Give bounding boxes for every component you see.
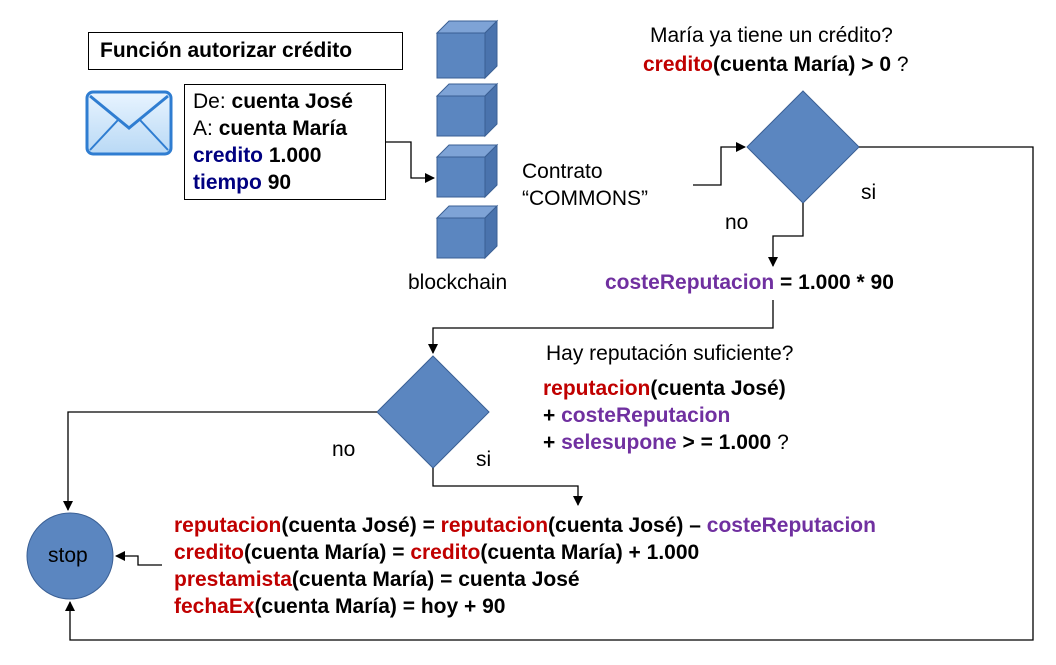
contract-line2: “COMMONS”: [522, 187, 648, 210]
question1-condition: credito(cuenta María) > 0 ?: [643, 53, 909, 76]
arrow-contract-to-decision1: [693, 142, 746, 186]
contract-line1: Contrato: [522, 160, 603, 183]
question2-line1: reputacion(cuenta José): [543, 377, 786, 400]
action-reputacion: reputacion(cuenta José) = reputacion(cue…: [174, 514, 876, 537]
message-to: A: cuenta María: [193, 117, 348, 140]
decision1-yes-label: si: [861, 181, 877, 204]
blockchain-block-icon: [435, 19, 499, 260]
arrow-decision1-si: [65, 146, 1034, 641]
function-title: Función autorizar crédito: [100, 39, 353, 62]
message-tiempo: tiempo 90: [193, 171, 292, 194]
message-box: De: cuenta José A: cuenta María credito …: [184, 84, 386, 200]
question1-text: María ya tiene un crédito?: [650, 24, 893, 47]
blockchain-label: blockchain: [408, 271, 508, 294]
action-fechaex: fechaEx(cuenta María) = hoy + 90: [174, 595, 506, 618]
question2-line2: + costeReputacion: [543, 404, 731, 427]
stop-circle: [26, 512, 114, 600]
arrow-decision2-no: [63, 411, 377, 511]
arrow-decision1-no: [768, 203, 804, 267]
function-title-box: Función autorizar crédito: [88, 32, 403, 70]
arrow-decision2-si: [432, 468, 583, 506]
stop-label: stop: [48, 544, 88, 567]
arrow-coste-to-decision2: [428, 300, 774, 354]
message-credito: credito 1.000: [193, 144, 322, 167]
decision-diamond-1: [746, 90, 860, 204]
action-prestamista: prestamista(cuenta María) = cuenta José: [174, 568, 580, 591]
decision2-no-label: no: [332, 438, 356, 461]
decision-diamond-2: [376, 355, 490, 469]
action-credito: credito(cuenta María) = credito(cuenta M…: [174, 541, 700, 564]
arrow-message-to-blockchain: [386, 141, 435, 183]
arrow-actions-to-stop: [115, 551, 162, 566]
decision1-no-label: no: [725, 211, 749, 234]
decision2-yes-label: si: [476, 448, 492, 471]
question2-line3: + selesupone > = 1.000 ?: [543, 431, 789, 454]
envelope-icon: [85, 90, 173, 156]
question2-text: Hay reputación suficiente?: [546, 342, 794, 365]
message-from: De: cuenta José: [193, 90, 353, 113]
coste-reputacion: costeReputacion = 1.000 * 90: [605, 271, 894, 294]
